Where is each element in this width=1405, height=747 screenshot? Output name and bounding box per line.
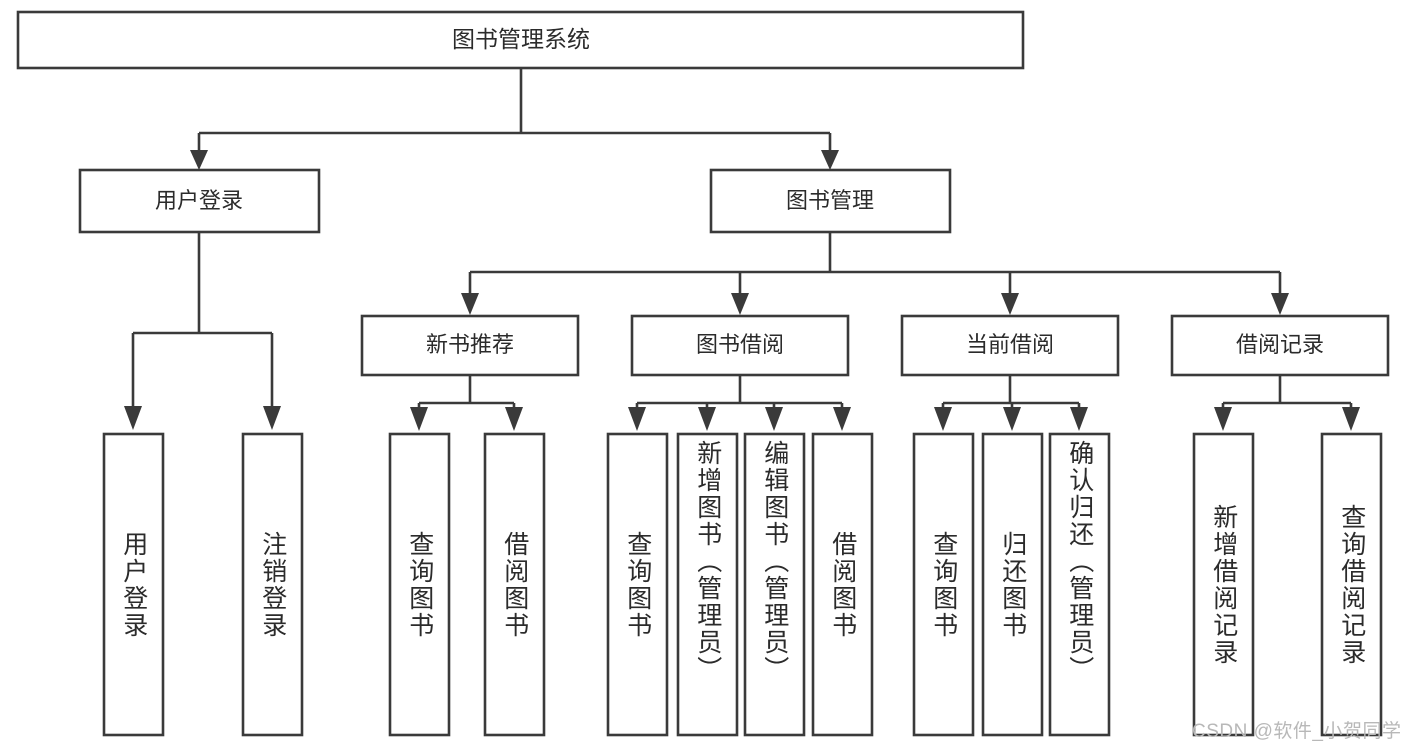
arrow-book-borrow-leaf1 <box>628 407 646 431</box>
leaf-current-borrow-1[interactable] <box>981 432 1044 737</box>
csdn-watermark: CSDN @软件_小贺同学 <box>1192 721 1402 742</box>
node-current-borrow-label: 当前借阅 <box>966 332 1054 357</box>
arrow-user-login-leaf1 <box>124 406 142 430</box>
arrow-to-user-login <box>190 150 208 170</box>
arrow-new-book-leaf1 <box>410 407 428 431</box>
node-user-login-label: 用户登录 <box>155 188 243 213</box>
node-root-label: 图书管理系统 <box>452 26 590 52</box>
arrow-to-borrow-record <box>1271 293 1289 315</box>
node-borrow-record-label: 借阅记录 <box>1236 332 1324 357</box>
node-user-login[interactable] <box>78 168 321 234</box>
leaf-book-borrow-1[interactable] <box>676 432 739 737</box>
node-new-book-recommend[interactable] <box>360 314 580 377</box>
leaf-borrow-record-1[interactable] <box>1320 432 1383 737</box>
node-book-manage-label: 图书管理 <box>786 188 874 213</box>
leaf-book-borrow-3[interactable] <box>811 432 874 737</box>
leaf-borrow-record-0[interactable] <box>1192 432 1255 737</box>
node-book-borrow-label: 图书借阅 <box>696 332 784 357</box>
node-book-borrow[interactable] <box>630 314 850 377</box>
node-root[interactable] <box>16 10 1025 70</box>
connector-layer <box>124 68 1360 431</box>
arrow-new-book-leaf2 <box>505 407 523 431</box>
node-new-book-recommend-label: 新书推荐 <box>426 332 514 357</box>
arrow-current-borrow-leaf2 <box>1003 407 1021 431</box>
node-current-borrow[interactable] <box>900 314 1120 377</box>
leaf-user-login-1[interactable] <box>241 432 304 737</box>
arrow-book-borrow-leaf3 <box>765 407 783 431</box>
arrow-to-book-manage <box>821 150 839 170</box>
arrow-to-new-book <box>461 293 479 315</box>
arrow-current-borrow-leaf3 <box>1070 407 1088 431</box>
node-book-manage[interactable] <box>709 168 952 234</box>
arrow-borrow-record-leaf2 <box>1342 407 1360 431</box>
arrow-borrow-record-leaf1 <box>1214 407 1232 431</box>
arrow-user-login-leaf2 <box>263 406 281 430</box>
node-layer: 图书管理系统 用户登录 图书管理 新书推荐 图书借阅 当前借阅 借阅记录 <box>16 10 1390 737</box>
leaf-current-borrow-2[interactable] <box>1048 432 1111 737</box>
leaf-book-borrow-0[interactable] <box>606 432 669 737</box>
arrow-to-current-borrow <box>1001 293 1019 315</box>
leaf-user-login-0[interactable] <box>102 432 165 737</box>
leaf-new-book-0[interactable] <box>388 432 451 737</box>
node-borrow-record[interactable] <box>1170 314 1390 377</box>
leaf-new-book-1[interactable] <box>483 432 546 737</box>
leaf-current-borrow-0[interactable] <box>912 432 975 737</box>
arrow-to-book-borrow <box>731 293 749 315</box>
arrow-current-borrow-leaf1 <box>934 407 952 431</box>
leaf-book-borrow-2[interactable] <box>743 432 806 737</box>
arrow-book-borrow-leaf2 <box>698 407 716 431</box>
arrow-book-borrow-leaf4 <box>833 407 851 431</box>
